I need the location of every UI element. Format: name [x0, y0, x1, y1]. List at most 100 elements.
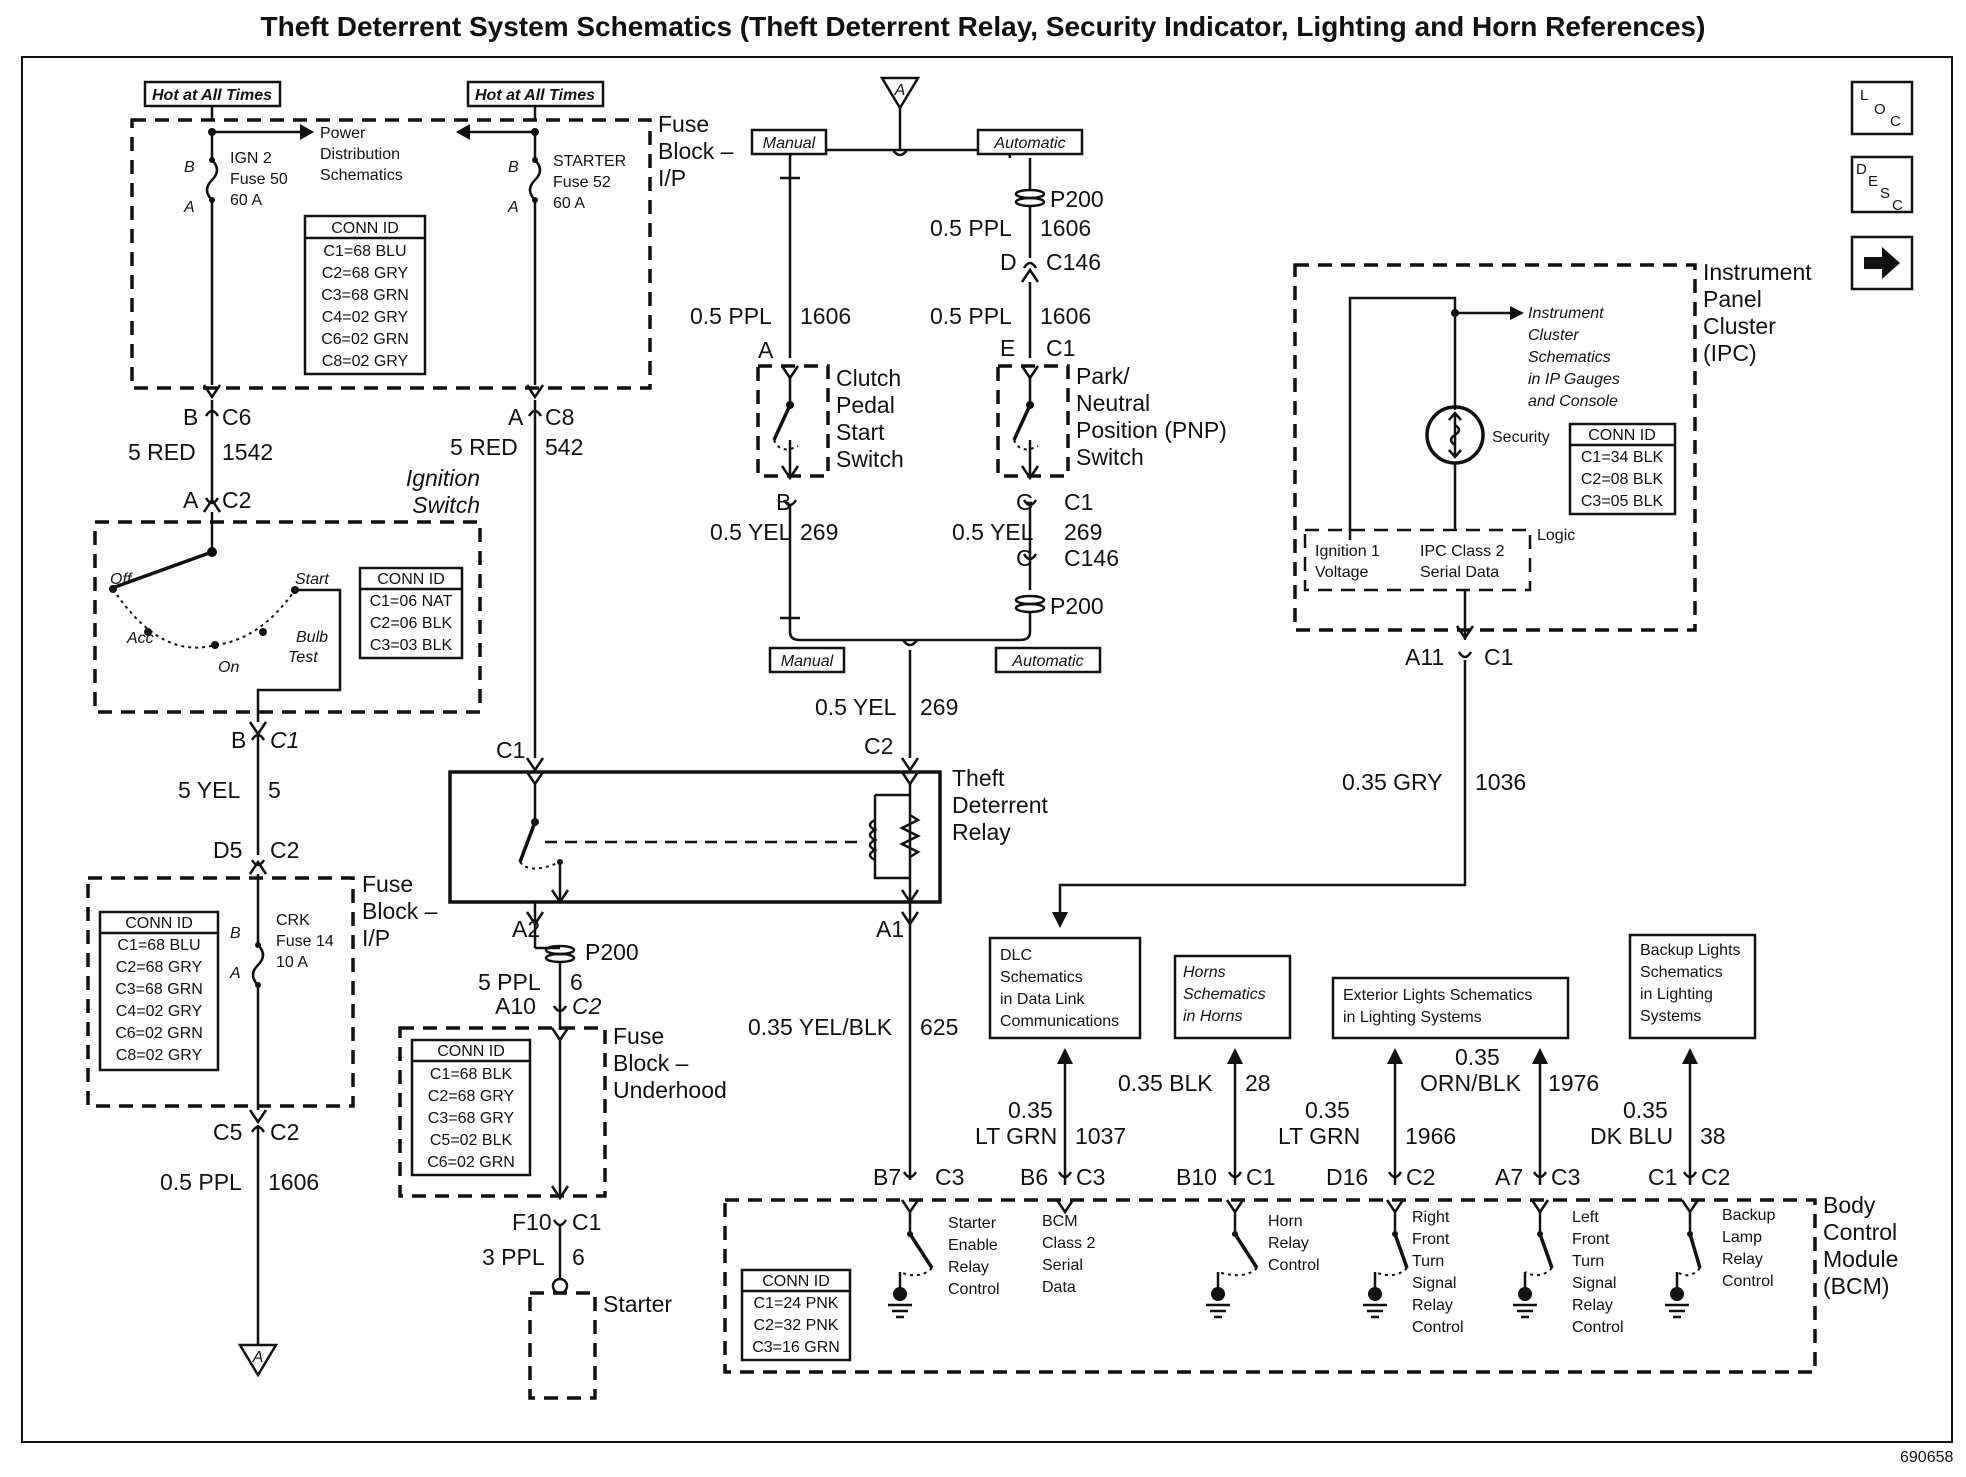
svg-text:C6: C6 [222, 404, 251, 430]
svg-text:C6=02 GRN: C6=02 GRN [115, 1025, 203, 1042]
svg-text:0.35 GRY: 0.35 GRY [1342, 769, 1443, 795]
svg-text:B: B [184, 159, 195, 176]
automatic-tag-bottom: Automatic [994, 646, 1102, 674]
svg-text:P200: P200 [585, 939, 639, 965]
svg-text:1606: 1606 [1040, 215, 1091, 241]
svg-text:C: C [1890, 113, 1901, 130]
svg-text:Manual: Manual [763, 135, 816, 152]
svg-text:0.5 YEL: 0.5 YEL [815, 694, 897, 720]
svg-text:C3=68 GRN: C3=68 GRN [115, 981, 203, 998]
bcm-switch-horn [1206, 1199, 1259, 1319]
svg-text:B: B [776, 489, 791, 515]
svg-text:1606: 1606 [800, 303, 851, 329]
svg-text:38: 38 [1700, 1123, 1726, 1149]
svg-text:C2=06 BLK: C2=06 BLK [370, 615, 453, 632]
svg-text:Test: Test [288, 649, 318, 666]
next-arrow-button[interactable] [1850, 235, 1914, 291]
svg-text:0.5 PPL: 0.5 PPL [690, 303, 772, 329]
pnp-switch-box [996, 364, 1070, 478]
svg-text:D: D [1000, 249, 1017, 275]
svg-text:C2=32 PNK: C2=32 PNK [754, 1317, 839, 1334]
hot-tag-right: Hot at All Times [466, 80, 605, 108]
svg-text:C4=02 GRY: C4=02 GRY [116, 1003, 203, 1020]
svg-text:C2: C2 [270, 1119, 299, 1145]
svg-text:C2=68 GRY: C2=68 GRY [116, 959, 203, 976]
conn-id-ipc: CONN ID C1=34 BLK C2=08 BLK C3=05 BLK [1568, 422, 1677, 516]
svg-text:C8=02 GRY: C8=02 GRY [116, 1047, 203, 1064]
svg-text:C2: C2 [1406, 1164, 1435, 1190]
ignition-switch-box [93, 520, 482, 714]
starter-label: Starter [603, 1291, 672, 1317]
svg-text:1037: 1037 [1075, 1123, 1126, 1149]
svg-text:C8: C8 [545, 404, 574, 430]
svg-text:C3=03 BLK: C3=03 BLK [370, 637, 453, 654]
svg-text:C5: C5 [213, 1119, 242, 1145]
svg-text:A11: A11 [1405, 644, 1444, 670]
svg-text:C2=08 BLK: C2=08 BLK [1581, 471, 1664, 488]
svg-text:Bulb: Bulb [296, 629, 328, 646]
svg-text:S: S [1880, 185, 1890, 202]
loc-button[interactable]: L O C [1850, 80, 1914, 136]
svg-text:A10: A10 [495, 993, 536, 1019]
svg-text:0.5 YEL: 0.5 YEL [710, 519, 792, 545]
svg-text:A: A [508, 404, 524, 430]
svg-text:Automatic: Automatic [1011, 653, 1083, 670]
svg-text:Off: Off [110, 571, 133, 588]
svg-text:C3=68 GRY: C3=68 GRY [428, 1110, 515, 1127]
svg-text:A: A [507, 199, 519, 216]
svg-text:B: B [230, 925, 241, 942]
svg-text:1542: 1542 [222, 439, 273, 465]
desc-button[interactable]: D E S C [1850, 155, 1914, 214]
svg-text:C3: C3 [1076, 1164, 1105, 1190]
svg-text:C3=68 GRN: C3=68 GRN [321, 287, 409, 304]
clutch-switch-box [756, 364, 830, 478]
svg-text:1966: 1966 [1405, 1123, 1456, 1149]
svg-text:C1=68 BLU: C1=68 BLU [117, 937, 200, 954]
svg-text:A: A [229, 965, 241, 982]
svg-text:B7: B7 [873, 1164, 901, 1190]
svg-text:A: A [758, 337, 774, 363]
svg-text:6: 6 [572, 1244, 585, 1270]
starter-box [528, 1291, 597, 1400]
svg-text:C1=68 BLU: C1=68 BLU [323, 243, 406, 260]
ipc-box [1293, 263, 1697, 632]
svg-text:C6=02 GRN: C6=02 GRN [321, 331, 409, 348]
offpage-connector-a-top: A [879, 76, 921, 111]
svg-text:1976: 1976 [1548, 1070, 1599, 1096]
svg-text:CONN ID: CONN ID [125, 915, 193, 932]
svg-text:0.35 BLK: 0.35 BLK [1118, 1070, 1213, 1096]
manual-tag-bottom: Manual [768, 646, 846, 674]
svg-text:A7: A7 [1495, 1164, 1523, 1190]
manual-tag-top: Manual [750, 128, 828, 156]
svg-text:C8=02 GRY: C8=02 GRY [322, 353, 409, 370]
svg-text:CONN ID: CONN ID [377, 571, 445, 588]
svg-text:C: C [1892, 197, 1903, 214]
svg-text:E: E [1000, 335, 1015, 361]
svg-text:P200: P200 [1050, 593, 1104, 619]
svg-text:Acc: Acc [126, 630, 154, 647]
svg-text:P200: P200 [1050, 186, 1104, 212]
